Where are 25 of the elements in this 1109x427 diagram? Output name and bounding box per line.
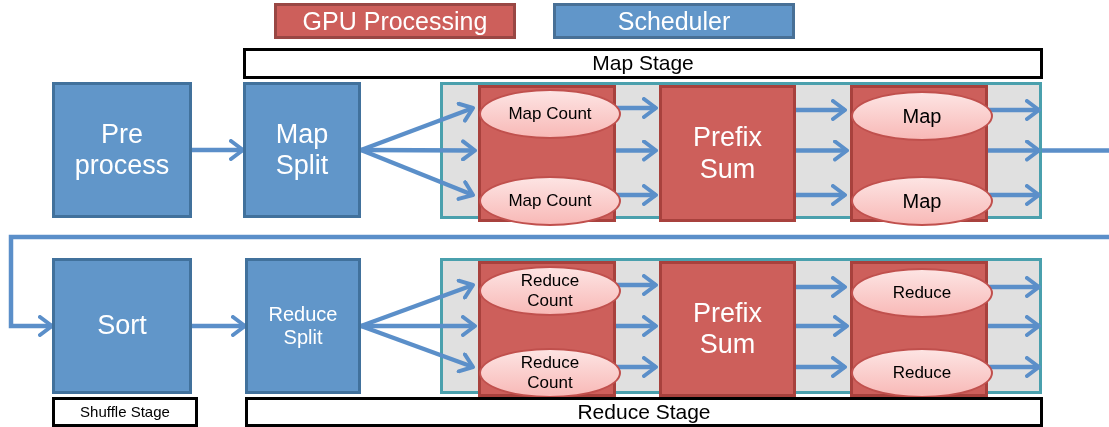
task-ellipse: Reduce bbox=[851, 348, 993, 398]
arrow bbox=[192, 315, 247, 337]
arrow bbox=[361, 315, 477, 337]
stage-label: Reduce Stage bbox=[245, 397, 1043, 427]
process-box: Map Split bbox=[243, 82, 361, 218]
legend-label: Scheduler bbox=[617, 6, 731, 36]
task-ellipse: Map bbox=[851, 176, 993, 226]
process-box: Sort bbox=[52, 258, 192, 394]
stage-label: Map Stage bbox=[243, 48, 1043, 79]
task-ellipse: Map bbox=[851, 91, 993, 141]
arrow bbox=[361, 139, 477, 162]
process-box: Pre process bbox=[52, 82, 192, 218]
task-ellipse: Reduce Count bbox=[479, 348, 621, 398]
process-box: Prefix Sum bbox=[659, 261, 796, 397]
process-box: Reduce Split bbox=[245, 258, 361, 394]
task-ellipse: Map Count bbox=[479, 89, 621, 139]
arrow bbox=[192, 139, 245, 161]
stage-panel bbox=[440, 258, 1042, 394]
task-ellipse: Reduce Count bbox=[479, 266, 621, 316]
process-box: Prefix Sum bbox=[659, 85, 796, 222]
legend-label: GPU Processing bbox=[302, 6, 488, 36]
task-ellipse: Reduce bbox=[851, 268, 993, 318]
task-ellipse: Map Count bbox=[479, 176, 621, 226]
stage-label: Shuffle Stage bbox=[52, 397, 198, 427]
arrow bbox=[8, 148, 1109, 337]
